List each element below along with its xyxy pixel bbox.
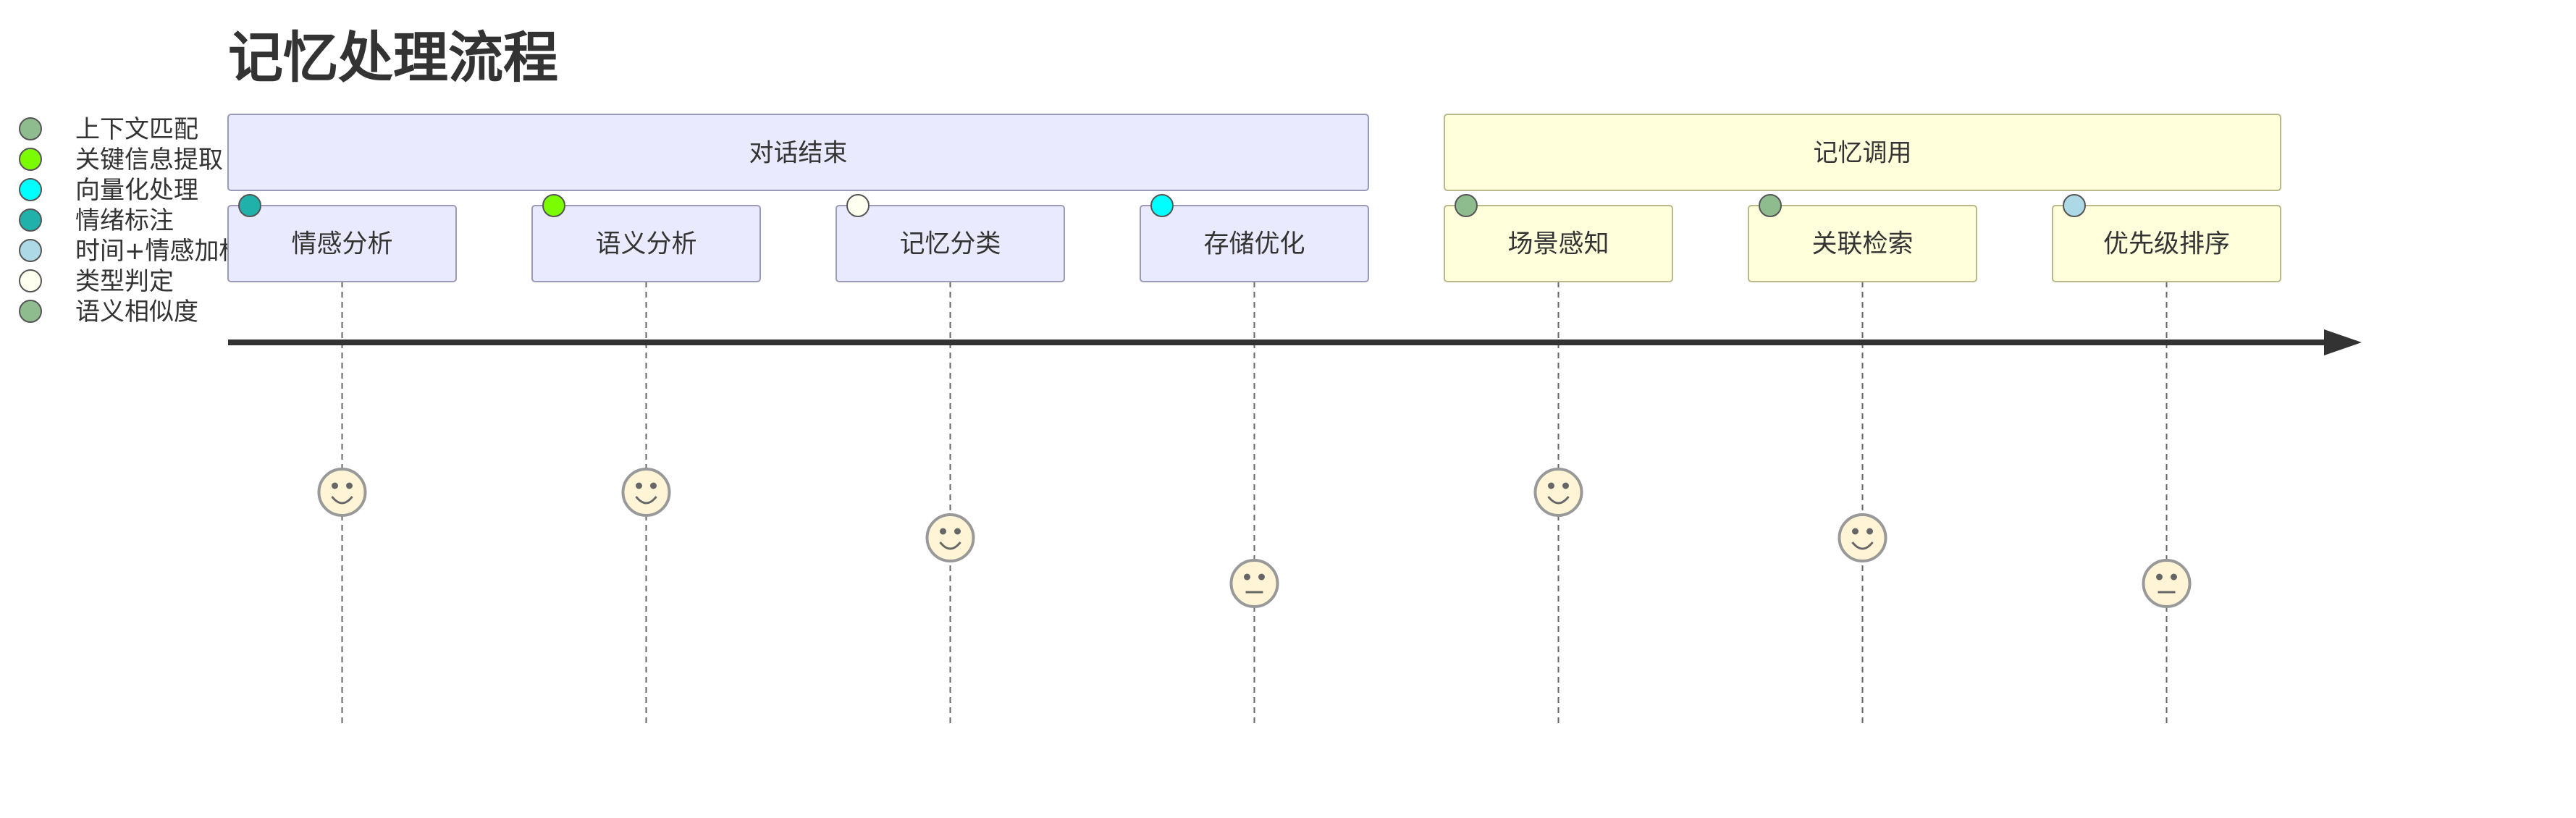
task-label: 关联检索 — [1811, 230, 1913, 259]
legend-swatch — [19, 239, 42, 262]
legend-label: 语义相似度 — [75, 298, 198, 326]
task-box — [227, 205, 457, 282]
legend-label: 情绪标注 — [75, 206, 174, 235]
section-box — [227, 114, 1369, 191]
task-label: 情感分析 — [291, 230, 392, 259]
task-lines — [341, 282, 2168, 724]
legend-swatch — [19, 269, 42, 292]
task-box — [1140, 205, 1369, 282]
actor-dot — [1455, 194, 1478, 217]
legend-swatch — [19, 148, 42, 171]
legend-swatch — [19, 208, 42, 232]
legend-swatch — [19, 117, 42, 140]
actor-dot — [542, 194, 565, 217]
task-label: 语义分析 — [595, 230, 696, 259]
actor-dot — [846, 194, 870, 217]
score-faces — [317, 468, 2192, 608]
task-label: 优先级排序 — [2103, 230, 2230, 259]
task-box — [1444, 205, 1673, 282]
section-label: 对话结束 — [749, 139, 848, 168]
actor-dot — [2063, 194, 2086, 217]
diagram-title: 记忆处理流程 — [228, 25, 558, 90]
smiley-face-icon — [1838, 513, 1887, 562]
task-label: 存储优化 — [1203, 230, 1305, 259]
section-label: 记忆调用 — [1814, 139, 1912, 168]
actor-dot — [1150, 194, 1174, 217]
arrow-head-icon — [2324, 329, 2362, 355]
smiley-face-icon — [925, 513, 975, 562]
actor-dot — [238, 194, 261, 217]
section-box — [1444, 114, 2281, 191]
legend-label: 时间+情感加权 — [75, 237, 244, 266]
tasks: 情感分析 语义分析 记忆分类 存储优化 场景感知 关联检索 优先级排序 — [227, 194, 2281, 282]
task-box — [1748, 205, 1977, 282]
legend-swatch — [19, 300, 42, 323]
legend-label: 类型判定 — [75, 267, 174, 296]
sections: 对话结束 记忆调用 — [227, 114, 2281, 191]
neutral-face-icon — [2142, 559, 2192, 608]
smiley-face-icon — [1533, 468, 1583, 517]
timeline-axis — [228, 329, 2362, 355]
legend-label: 向量化处理 — [75, 176, 198, 205]
task-label: 场景感知 — [1507, 230, 1609, 259]
neutral-face-icon — [1229, 559, 1279, 608]
legend-label: 上下文匹配 — [75, 115, 198, 144]
task-box — [531, 205, 761, 282]
task-box — [2052, 205, 2281, 282]
task-box — [835, 205, 1065, 282]
smiley-face-icon — [317, 468, 367, 517]
actor-dot — [1759, 194, 1782, 217]
task-label: 记忆分类 — [899, 230, 1001, 259]
legend-label: 关键信息提取 — [75, 146, 223, 174]
legend-swatch — [19, 178, 42, 201]
smiley-face-icon — [621, 468, 671, 517]
